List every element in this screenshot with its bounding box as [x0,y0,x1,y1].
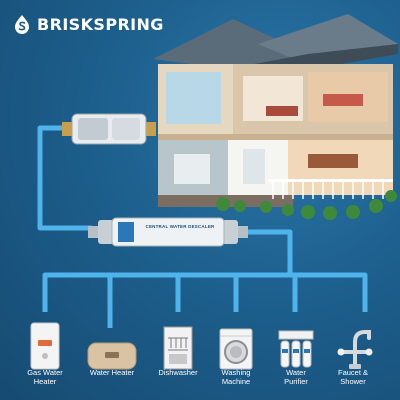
washing-machine [205,312,267,370]
gas-water-heater-label: Gas Water Heater [27,368,63,386]
central-water-descaler-device [88,217,248,247]
water-heater-icon [87,342,137,370]
brand-name: BRISKSPRING [37,14,164,34]
water-purifier [265,312,327,370]
brand-logo: BRISKSPRING [12,12,164,36]
water-purifier-label: Water Purifier [284,368,308,386]
water-purifier-icon [278,330,314,368]
gas-water-heater [14,312,76,370]
descaler-label: CENTRAL WATER DESCALER [145,224,215,229]
water-softener-device [62,113,156,145]
faucet-icon [337,330,373,369]
gas-water-heater-icon [30,322,60,370]
house-illustration [153,14,398,220]
dishwasher-icon [163,326,193,370]
dishwasher-label: Dishwasher [158,368,198,377]
water-heater [81,312,143,370]
washing-machine-label: Washing Machine [221,368,251,386]
droplet-s-icon [15,15,29,34]
faucet-shower-label: Faucet & Shower [337,368,368,386]
dishwasher [147,312,209,370]
faucet-shower [324,312,386,370]
water-heater-label: Water Heater [89,368,135,377]
washing-machine-icon [219,328,253,370]
